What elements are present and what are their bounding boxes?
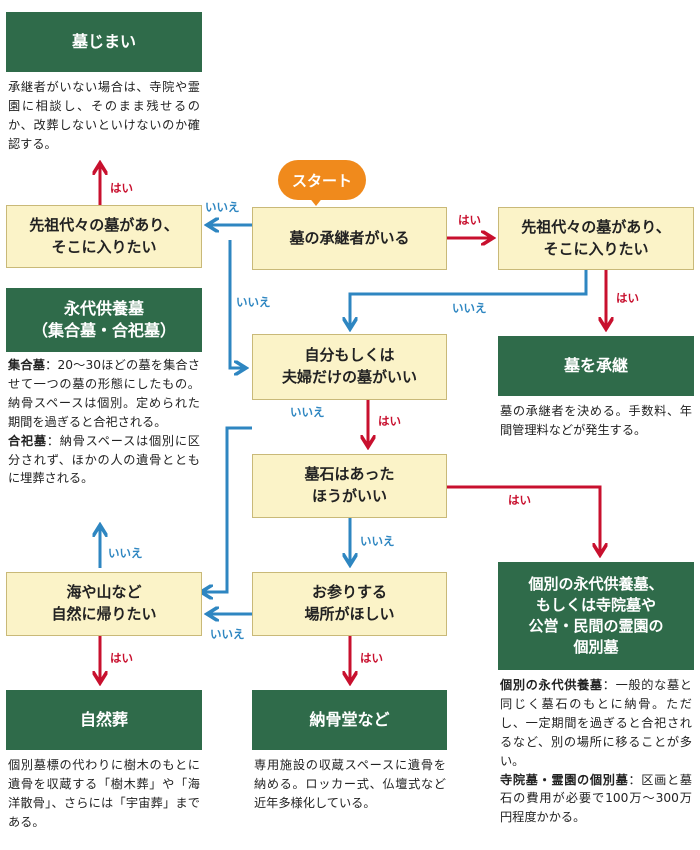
arrow-left-no (228, 240, 243, 368)
label-place-yes: はい (360, 651, 383, 665)
desc-goshibo: ：納骨スペースは個別に区分されず、ほかの人の遺骨とともに埋葬される。 (8, 433, 200, 486)
label-stone-no: いいえ (360, 534, 395, 548)
result-kobetsu-title: 個別の永代供養墓、 もしくは寺院墓や 公営・民間の霊園の 個別墓 (498, 562, 694, 670)
question-own-grave: 自分もしくは 夫婦だけの墓がいい (252, 334, 447, 400)
result-kobetsu-desc: 個別の永代供養墓：一般的な墓と同じく墓石のもとに納骨。ただし、一定期間を過ぎると… (500, 676, 692, 827)
result-hakajimai-title: 墓じまい (6, 12, 202, 72)
term-kobetsu-eitai: 個別の永代供養墓 (500, 678, 603, 692)
label-place-no: いいえ (210, 627, 245, 641)
label-successor-yes: はい (458, 213, 481, 227)
arrow-own-no (204, 426, 252, 592)
result-nokotsudo-desc: 専用施設の収蔵スペースに遺骨を納める。ロッカー式、仏壇式など近年多様化している。 (254, 758, 446, 810)
label-left-no: いいえ (236, 295, 271, 309)
desc-shugobo: ：20～30ほどの墓を集合させて一つの墓の形態にしたもの。納骨スペースは個別。定… (8, 358, 200, 429)
label-left-yes: はい (110, 181, 133, 195)
question-nature: 海や山など 自然に帰りたい (6, 572, 202, 636)
result-shokei-desc: 墓の承継者を決める。手数料、年間管理料などが発生する。 (500, 404, 692, 437)
result-shizen-title: 自然葬 (6, 690, 202, 750)
result-eitai-desc: 集合墓：20～30ほどの墓を集合させて一つの墓の形態にしたもの。納骨スペースは個… (8, 356, 200, 488)
result-shizen-desc: 個別墓標の代わりに樹木のもとに遺骨を収蔵する「樹木葬」や「海洋散骨」、さらには「… (8, 758, 200, 829)
result-hakajimai-desc: 承継者がいない場合は、寺院や霊園に相談し、そのまま残せるのか、改葬しないといけな… (8, 80, 200, 151)
desc-jiin-reien: ：区画と墓石の費用が必要で100万～300万円程度かかる。 (500, 772, 692, 825)
start-badge-tail (308, 196, 324, 206)
label-own-no: いいえ (290, 405, 325, 419)
question-gravestone: 墓石はあった ほうがいい (252, 454, 447, 518)
term-goshibo: 合祀墓 (8, 433, 47, 448)
arrow-right-no (350, 270, 588, 326)
question-successor: 墓の承継者がいる (252, 207, 447, 270)
label-successor-no: いいえ (205, 200, 240, 214)
start-badge: スタート (278, 160, 366, 200)
result-nokotsudo-title: 納骨堂など (252, 690, 447, 750)
label-nature-no: いいえ (108, 546, 143, 560)
result-eitai-title: 永代供養墓 （集合墓・合祀墓） (6, 288, 202, 352)
label-nature-yes: はい (110, 651, 133, 665)
label-own-yes: はい (378, 414, 401, 428)
label-stone-yes: はい (508, 493, 531, 507)
label-right-yes: はい (616, 291, 639, 305)
term-jiin-reien: 寺院墓・霊園の個別墓 (500, 772, 629, 787)
result-shokei-title: 墓を承継 (498, 336, 694, 396)
question-ancestral-left: 先祖代々の墓があり、 そこに入りたい (6, 205, 202, 268)
term-shugobo: 集合墓 (8, 358, 46, 372)
desc-kobetsu-eitai: ：一般的な墓と同じく墓石のもとに納骨。ただし、一定期間を過ぎると合祀されるなど、… (500, 678, 692, 768)
arrow-stone-yes (447, 485, 600, 552)
question-ancestral-right: 先祖代々の墓があり、 そこに入りたい (498, 207, 694, 270)
question-place: お参りする 場所がほしい (252, 572, 447, 636)
label-right-no: いいえ (452, 301, 487, 315)
